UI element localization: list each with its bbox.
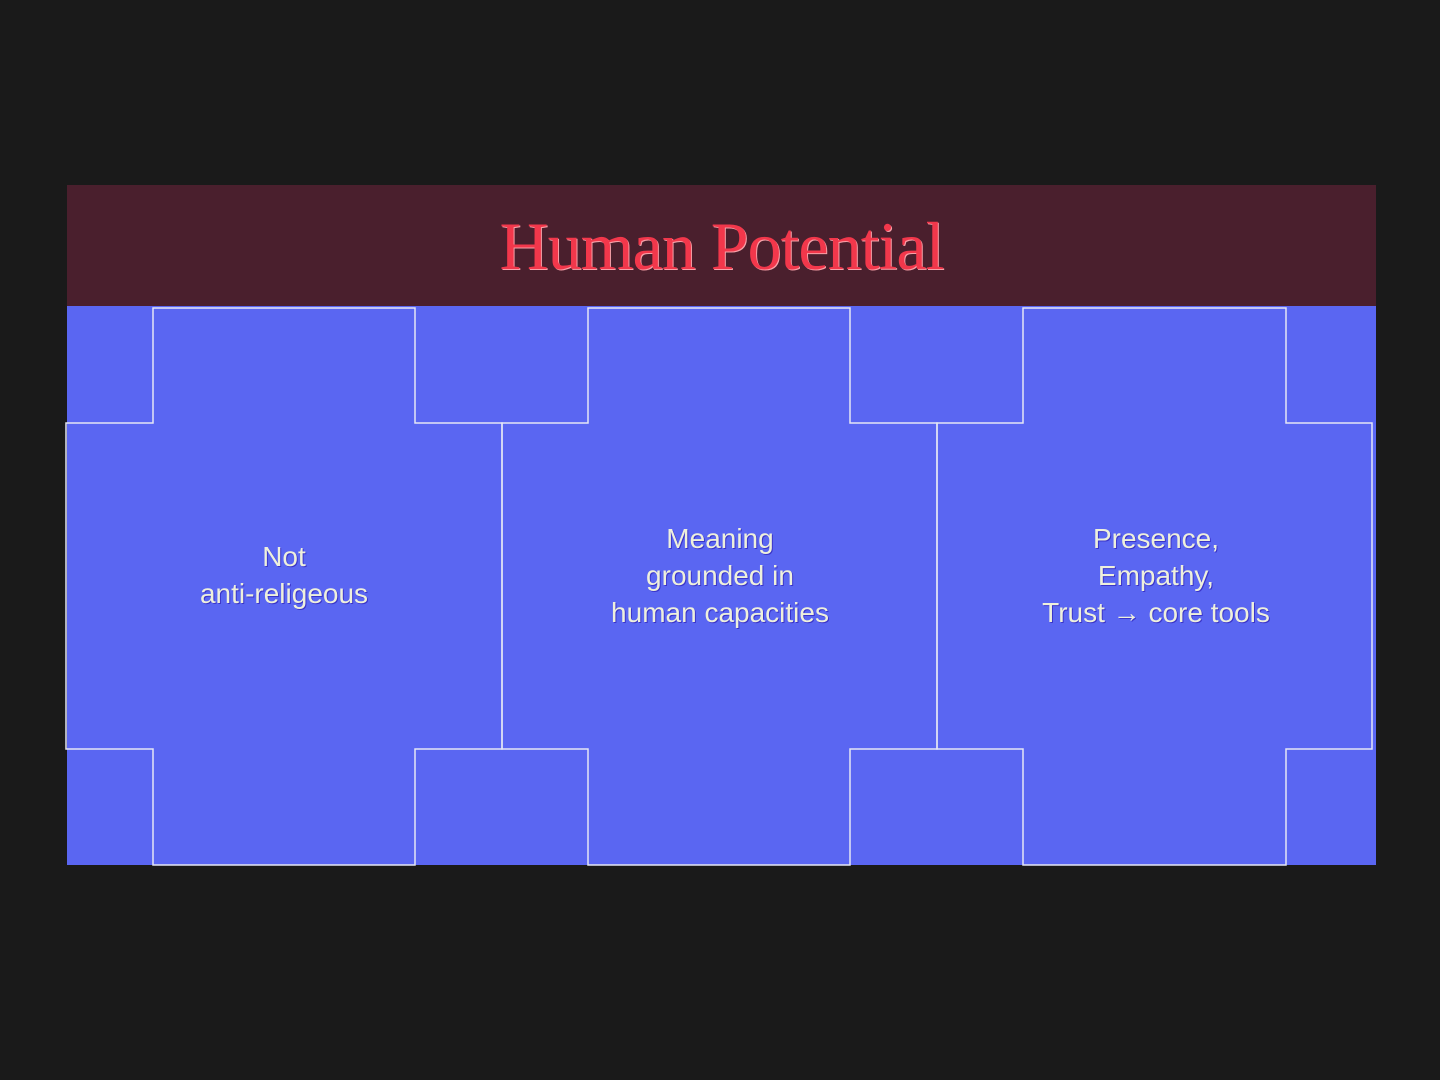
column-2-line: grounded in (646, 560, 794, 591)
slide-title: Human Potential (499, 208, 945, 284)
column-1-text: Not anti-religeous (66, 538, 502, 612)
column-2-line: Meaning (666, 523, 774, 554)
cross-outline-3 (936, 307, 1373, 866)
column-2-text: Meaning grounded in human capacities (502, 520, 938, 631)
column-3-line: Trust → core tools (1042, 597, 1270, 628)
column-3-line: Empathy, (1097, 560, 1215, 591)
cross-outline-1 (65, 307, 503, 866)
slide: Human Potential (67, 185, 1376, 865)
slide-header: Human Potential (67, 185, 1376, 306)
column-3-text: Presence, Empathy, Trust → core tools (938, 520, 1374, 631)
column-1-line: anti-religeous (199, 578, 369, 609)
cross-outline-2 (501, 307, 938, 866)
column-3-line: Presence, (1092, 523, 1220, 554)
column-1-line: Not (262, 541, 306, 572)
column-2-line: human capacities (611, 597, 829, 628)
